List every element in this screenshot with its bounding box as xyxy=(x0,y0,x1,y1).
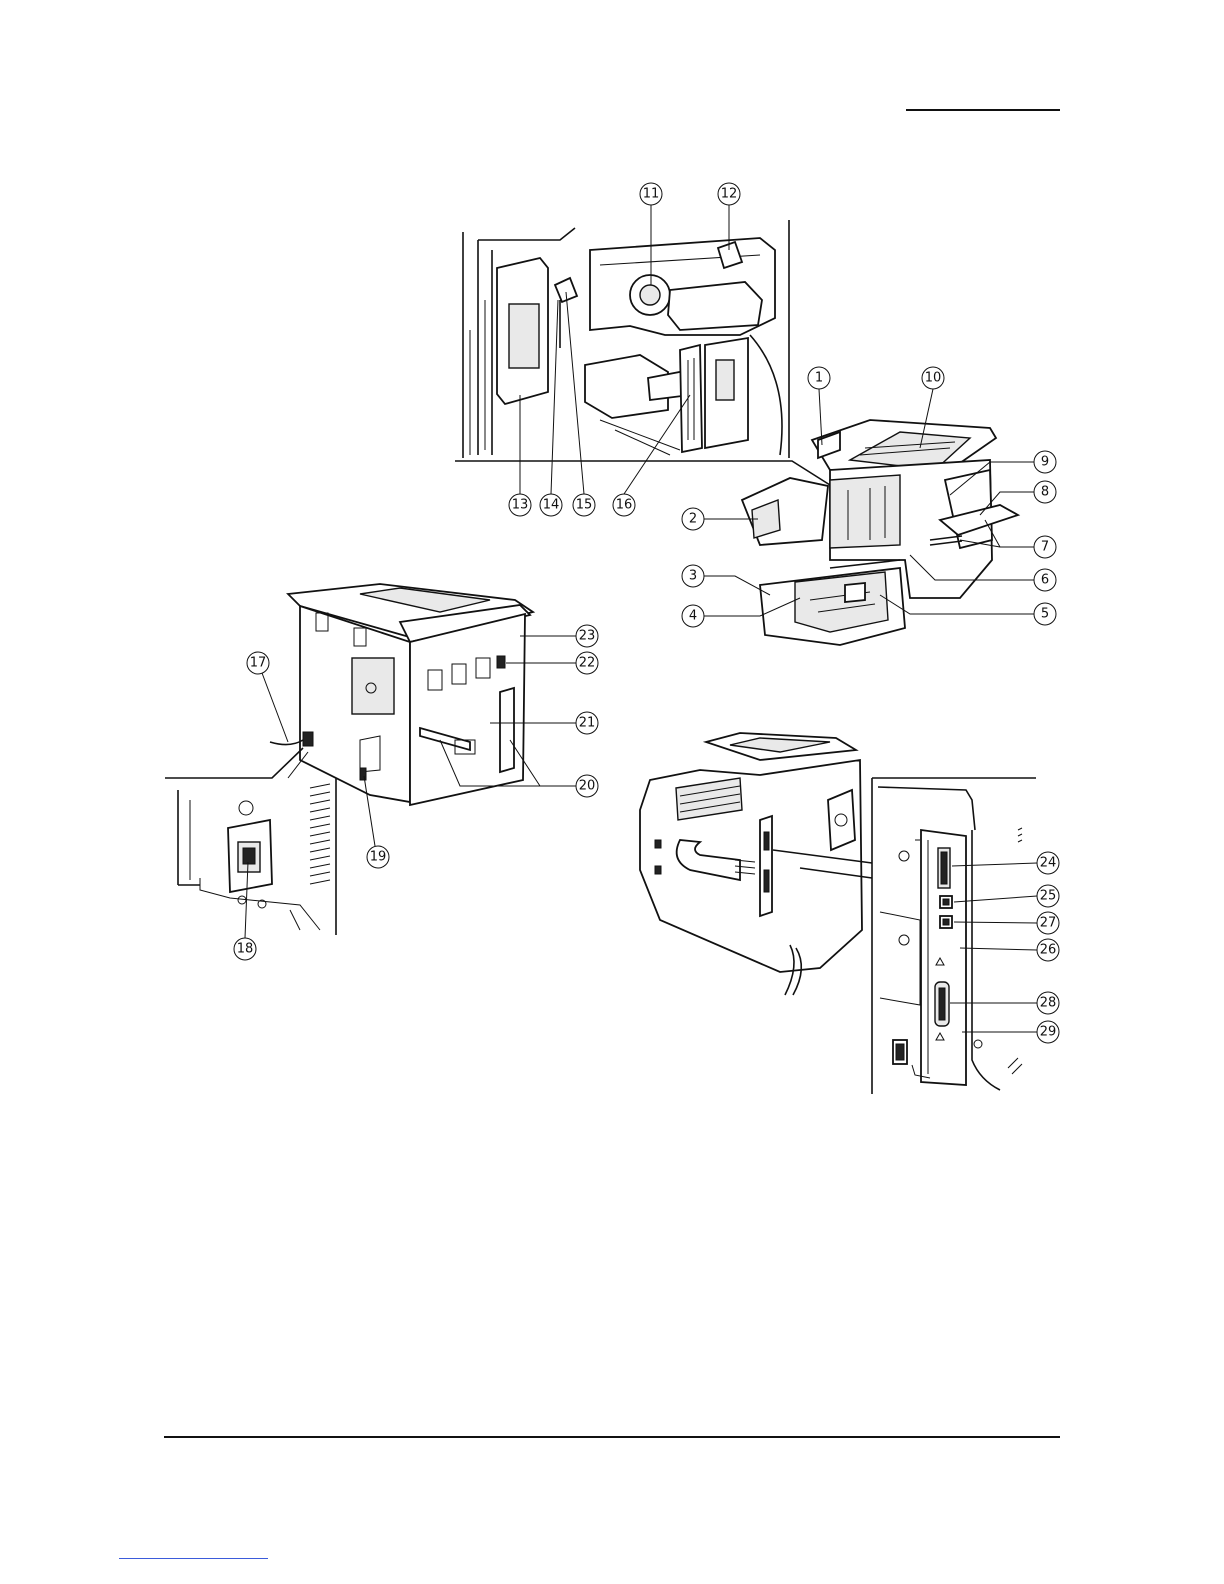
callout-6-label: 6 xyxy=(1041,573,1049,588)
callout-16-label: 16 xyxy=(616,498,633,513)
callout-10-label: 10 xyxy=(925,371,942,386)
vent-slots xyxy=(310,784,330,884)
callout-14-label: 14 xyxy=(543,498,560,513)
callout-26: 26 xyxy=(960,939,1059,961)
printer-interface-drawing xyxy=(640,733,872,995)
callout-3: 3 xyxy=(682,565,770,595)
callout-29: 29 xyxy=(962,1021,1059,1043)
callout-27: 27 xyxy=(954,912,1059,934)
callout-1: 1 xyxy=(808,367,830,445)
callout-25-label: 25 xyxy=(1040,889,1057,904)
interface-zoom-drawing xyxy=(872,778,1036,1094)
printer-front-drawing xyxy=(742,420,1018,645)
power-inlet-detail-drawing xyxy=(165,748,336,935)
callout-5-label: 5 xyxy=(1041,607,1049,622)
callout-7-label: 7 xyxy=(1041,540,1049,555)
callout-19-label: 19 xyxy=(370,850,387,865)
callout-5: 5 xyxy=(880,595,1056,625)
callout-20-label: 20 xyxy=(579,779,596,794)
callout-21-label: 21 xyxy=(579,716,596,731)
callout-11-label: 11 xyxy=(643,187,660,202)
callout-13-label: 13 xyxy=(512,498,529,513)
callout-18-label: 18 xyxy=(237,942,254,957)
callout-8-label: 8 xyxy=(1041,485,1049,500)
callout-24: 24 xyxy=(952,852,1059,874)
callout-17: 17 xyxy=(247,652,288,742)
callout-27-label: 27 xyxy=(1040,916,1057,931)
callout-22-label: 22 xyxy=(579,656,596,671)
callout-23-label: 23 xyxy=(579,629,596,644)
callout-4-label: 4 xyxy=(689,609,697,624)
callout-9-label: 9 xyxy=(1041,455,1049,470)
callout-23: 23 xyxy=(520,625,598,647)
callout-2-label: 2 xyxy=(689,512,697,527)
callout-25: 25 xyxy=(954,885,1059,907)
callout-17-label: 17 xyxy=(250,656,267,671)
interior-detail-drawing xyxy=(455,220,830,485)
callout-29-label: 29 xyxy=(1040,1025,1057,1040)
callout-3-label: 3 xyxy=(689,569,697,584)
callout-15-label: 15 xyxy=(576,498,593,513)
callout-13: 13 xyxy=(509,395,531,516)
printer-rear-drawing xyxy=(270,584,533,805)
callout-24-label: 24 xyxy=(1040,856,1057,871)
callout-26-label: 26 xyxy=(1040,943,1057,958)
callout-28-label: 28 xyxy=(1040,996,1057,1011)
callout-1-label: 1 xyxy=(815,371,823,386)
callout-12-label: 12 xyxy=(721,187,738,202)
